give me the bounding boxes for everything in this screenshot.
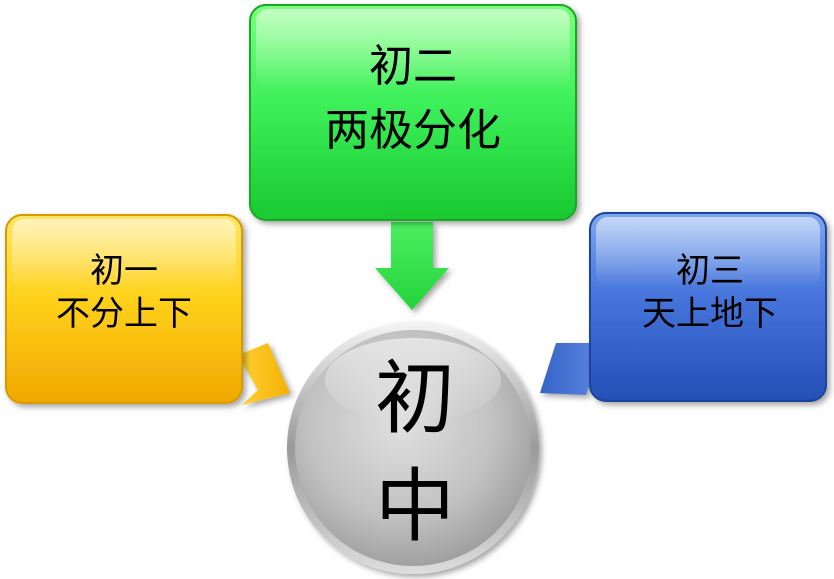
center-label-line-1: 初 [375, 352, 455, 445]
grade-one-title: 初一 [90, 251, 158, 291]
center-label: 初 中 [300, 345, 530, 561]
box-grade-one [5, 214, 243, 404]
box-grade-two-label: 初二 两极分化 [250, 35, 576, 163]
center-circle [287, 322, 539, 574]
box-grade-one-label: 初一 不分上下 [6, 250, 242, 335]
center-label-line-2: 中 [375, 460, 455, 553]
box-grade-three-label: 初三 天上地下 [592, 250, 828, 335]
grade-two-title: 初二 [369, 41, 457, 92]
grade-one-subtitle: 不分上下 [56, 293, 192, 334]
grade-three-title: 初三 [676, 251, 744, 291]
grade-three-subtitle: 天上地下 [642, 293, 778, 334]
arrow-right-to-center [540, 343, 600, 395]
arrow-top-to-center [375, 222, 449, 310]
box-grade-three [589, 212, 827, 402]
arrow-left-to-center [238, 343, 290, 405]
box-grade-two [249, 4, 577, 221]
grade-two-subtitle: 两极分化 [325, 104, 501, 156]
